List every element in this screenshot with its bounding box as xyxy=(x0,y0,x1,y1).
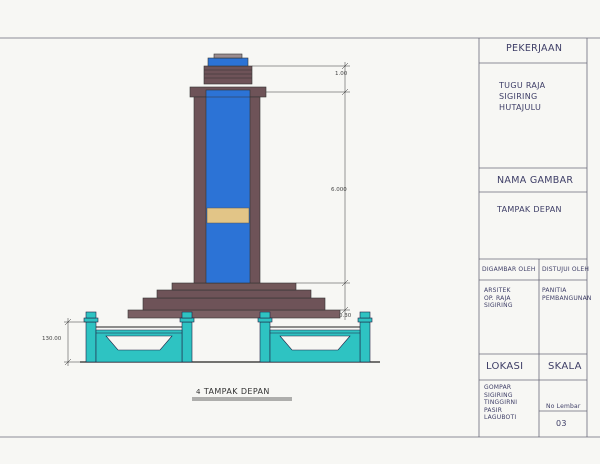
drawn-by-header: DIGAMBAR OLEH xyxy=(482,266,536,273)
project-name: TUGU RAJA SIGIRING HUTAJULU xyxy=(499,80,545,113)
right-fence xyxy=(257,311,373,363)
monument-pillar xyxy=(189,86,267,284)
location-line: PASIR xyxy=(484,406,503,414)
drawing-name: TAMPAK DEPAN xyxy=(497,205,562,214)
location-line: LAGUBOTI xyxy=(484,414,517,421)
dim-base-label: 0.30 xyxy=(339,313,352,319)
approved-by-line: PANITIA xyxy=(542,287,567,294)
sheet-label: No Lembar xyxy=(546,403,581,410)
monument-crown xyxy=(203,53,253,85)
sheet-number: 03 xyxy=(556,419,567,428)
project-line: TUGU RAJA xyxy=(499,81,546,90)
scale-header: SKALA xyxy=(548,361,582,372)
title-block-grid xyxy=(478,38,587,437)
approved-by-line: PEMBANGUNAN xyxy=(542,294,592,302)
project-line: SIGIRING xyxy=(499,92,538,101)
drawing-name-header: NAMA GAMBAR xyxy=(497,175,574,186)
approved-by-header: DISTUJUI OLEH xyxy=(542,266,590,273)
project-header: PEKERJAAN xyxy=(506,43,563,54)
location: GOMPAR SIGIRING TINGGIRNI PASIR LAGUBOTI xyxy=(484,384,517,422)
drawn-by-line: ARSITEK xyxy=(484,287,511,294)
sheet-border xyxy=(0,37,600,438)
location-line: TINGGIRNI xyxy=(484,399,518,406)
dim-fence-label: 130.00 xyxy=(42,336,62,342)
dim-shaft-label: 6.000 xyxy=(331,187,347,193)
location-line: GOMPAR xyxy=(484,384,512,391)
vertical-dimension-lines xyxy=(252,62,350,320)
drawing-caption: 4 TAMPAK DEPAN xyxy=(196,387,270,396)
left-fence xyxy=(83,311,195,363)
caption-underline xyxy=(192,397,292,401)
fence-dimension-line xyxy=(64,318,86,366)
caption-text: TAMPAK DEPAN xyxy=(203,387,270,396)
location-line: SIGIRING xyxy=(484,391,513,399)
caption-number: 4 xyxy=(196,388,201,396)
drawn-by: ARSITEK OP. RAJA SIGIRING xyxy=(484,287,513,310)
drawn-by-line: SIGIRING xyxy=(484,302,513,309)
drawn-by-line: OP. RAJA xyxy=(484,294,511,302)
project-line: HUTAJULU xyxy=(499,103,542,112)
dim-top-label: 1.00 xyxy=(335,71,348,77)
monument-base xyxy=(127,282,341,319)
inscription-plaque xyxy=(206,207,250,224)
location-header: LOKASI xyxy=(486,361,524,372)
approved-by: PANITIA PEMBANGUNAN xyxy=(542,287,592,302)
